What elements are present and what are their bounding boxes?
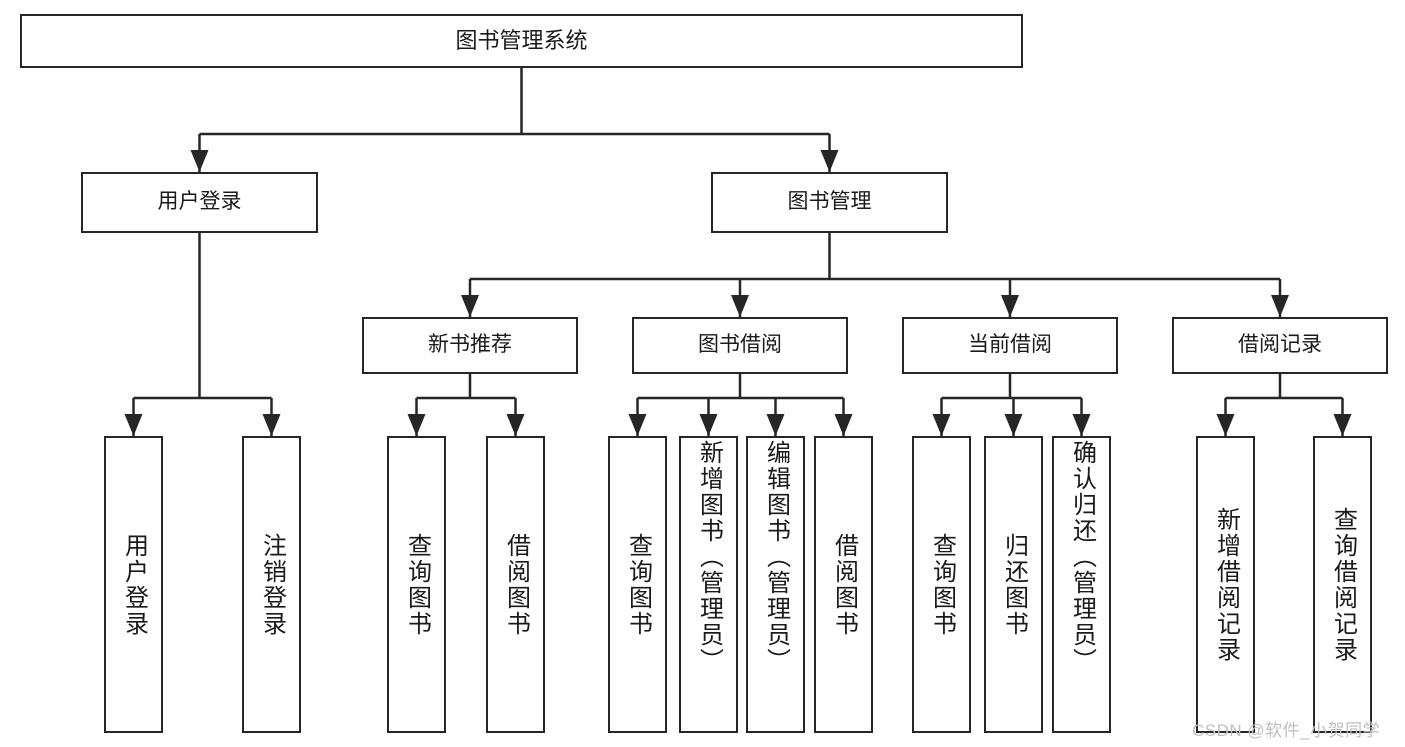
- node-label: 新书推荐: [428, 333, 512, 357]
- node-label: 新增借阅记录: [1212, 506, 1240, 663]
- node-label: 图书管理系统: [455, 28, 588, 54]
- arrowhead-icon: [1333, 414, 1352, 436]
- node-label: 查询图书: [928, 532, 956, 637]
- node-root[interactable]: 图书管理系统: [20, 14, 1023, 68]
- arrowhead-icon: [1271, 295, 1289, 317]
- arrowhead-icon: [699, 414, 718, 436]
- node-label: 查询图书: [624, 532, 652, 637]
- arrowhead-icon: [820, 150, 839, 172]
- node-label: 确认归还（管理员）: [1068, 440, 1096, 674]
- node-label: 归还图书: [1000, 532, 1028, 637]
- node-label: 注销登录: [258, 532, 286, 637]
- node-leaf-query-book-3[interactable]: 查询图书: [912, 436, 971, 733]
- watermark-text: CSDN @软件_小贺同学: [1192, 721, 1381, 740]
- node-leaf-add-record[interactable]: 新增借阅记录: [1196, 436, 1255, 733]
- node-book-manage[interactable]: 图书管理: [711, 172, 948, 233]
- node-new-book-rec[interactable]: 新书推荐: [362, 317, 578, 374]
- node-leaf-logout[interactable]: 注销登录: [242, 436, 301, 733]
- arrowhead-icon: [628, 414, 647, 436]
- arrowhead-icon: [1072, 414, 1091, 436]
- node-book-borrow[interactable]: 图书借阅: [632, 317, 848, 374]
- node-user-login[interactable]: 用户登录: [81, 172, 318, 233]
- node-label: 编辑图书（管理员）: [762, 440, 790, 674]
- node-leaf-confirm-return[interactable]: 确认归还（管理员）: [1052, 436, 1111, 733]
- arrowhead-icon: [461, 295, 479, 317]
- node-label: 当前借阅: [968, 333, 1052, 357]
- node-label: 图书管理: [787, 190, 872, 214]
- node-leaf-query-book-1[interactable]: 查询图书: [387, 436, 446, 733]
- node-label: 借阅图书: [830, 532, 858, 637]
- arrowhead-icon: [190, 150, 209, 172]
- arrowhead-icon: [506, 414, 525, 436]
- arrowhead-icon: [124, 414, 143, 436]
- arrowhead-icon: [834, 414, 853, 436]
- arrowhead-icon: [766, 414, 785, 436]
- node-leaf-query-book-2[interactable]: 查询图书: [608, 436, 667, 733]
- node-leaf-add-book[interactable]: 新增图书（管理员）: [679, 436, 738, 733]
- node-label: 查询借阅记录: [1329, 506, 1357, 663]
- node-leaf-user-login[interactable]: 用户登录: [104, 436, 163, 733]
- node-current-borrow[interactable]: 当前借阅: [902, 317, 1118, 374]
- node-label: 借阅记录: [1238, 333, 1322, 357]
- arrowhead-icon: [932, 414, 951, 436]
- node-label: 用户登录: [120, 532, 148, 637]
- node-label: 新增图书（管理员）: [695, 440, 723, 674]
- node-label: 借阅图书: [502, 532, 530, 637]
- arrowhead-icon: [1216, 414, 1235, 436]
- arrowhead-icon: [407, 414, 426, 436]
- arrowhead-icon: [262, 414, 281, 436]
- arrowhead-icon: [731, 295, 749, 317]
- node-leaf-edit-book[interactable]: 编辑图书（管理员）: [746, 436, 805, 733]
- arrowhead-icon: [1004, 414, 1023, 436]
- node-leaf-query-record[interactable]: 查询借阅记录: [1313, 436, 1372, 733]
- node-leaf-borrow-book-2[interactable]: 借阅图书: [814, 436, 873, 733]
- node-borrow-record[interactable]: 借阅记录: [1172, 317, 1388, 374]
- arrowhead-icon: [1001, 295, 1019, 317]
- node-label: 查询图书: [403, 532, 431, 637]
- node-label: 图书借阅: [698, 333, 782, 357]
- node-leaf-return-book[interactable]: 归还图书: [984, 436, 1043, 733]
- node-label: 用户登录: [157, 190, 242, 214]
- node-leaf-borrow-book-1[interactable]: 借阅图书: [486, 436, 545, 733]
